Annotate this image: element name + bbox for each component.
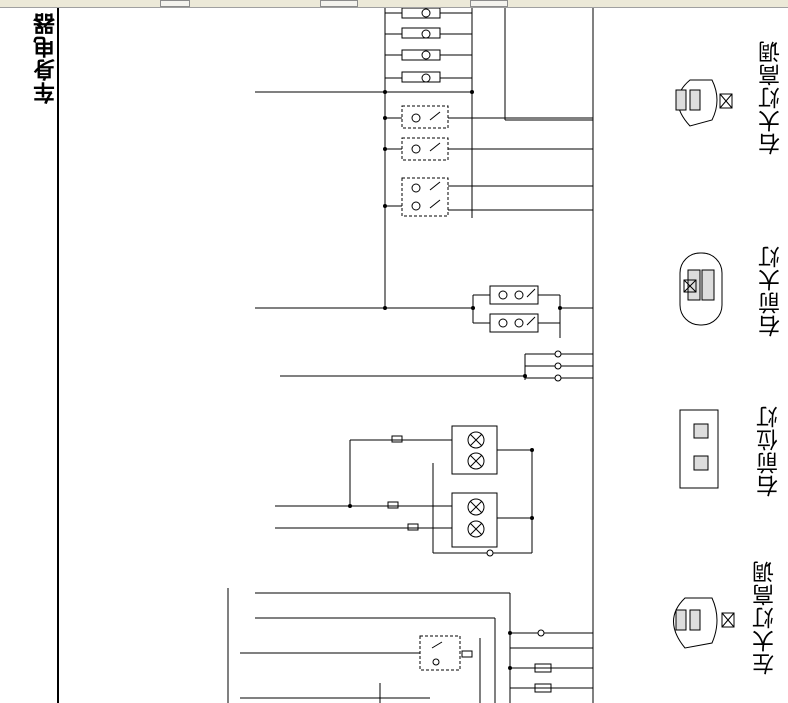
wiring-diagram: [57, 8, 735, 703]
toolbar-button[interactable]: [470, 0, 508, 7]
fuse: [534, 683, 552, 693]
connector-label-right-headlight-leveling: 右大灯高调: [759, 40, 784, 155]
fuse: [534, 663, 552, 673]
relay: [489, 285, 539, 305]
indicator-lamp: [486, 549, 494, 557]
toolbar-button[interactable]: [160, 0, 190, 7]
indicator-lamp: [554, 350, 562, 358]
fuse: [407, 523, 419, 531]
relay: [489, 313, 539, 333]
fuse: [387, 501, 399, 509]
relay: [401, 137, 449, 161]
connector-label-right-front-headlight: 右前大灯: [759, 245, 784, 337]
window-toolbar: [0, 0, 788, 8]
fuse: [461, 650, 473, 658]
fuse: [391, 435, 403, 443]
relay: [401, 105, 449, 129]
connector-right-front-position-lamp: [679, 409, 719, 489]
connector-right-front-headlight: [679, 252, 723, 326]
lamp-block: [451, 492, 498, 548]
lamp-block: [451, 425, 498, 475]
indicator-lamp: [554, 374, 562, 382]
fuse-row: [401, 8, 441, 83]
indicator-lamp: [537, 629, 545, 637]
connector-label-left-headlight-leveling: 左大灯高调: [753, 560, 778, 675]
indicator-lamp: [554, 362, 562, 370]
connector-left-headlight-leveling: [673, 597, 735, 649]
toolbar-button[interactable]: [320, 0, 358, 7]
relay: [401, 177, 449, 217]
relay: [419, 635, 461, 671]
connector-label-right-front-position-lamp: 右前位灯: [757, 405, 782, 497]
connector-right-headlight-leveling: [675, 79, 733, 127]
